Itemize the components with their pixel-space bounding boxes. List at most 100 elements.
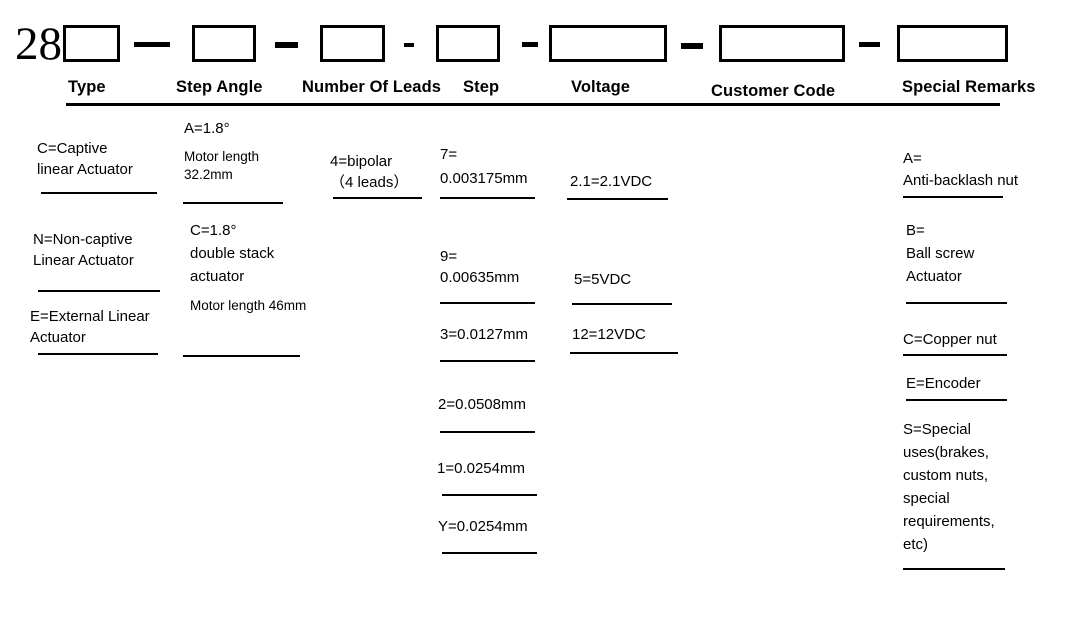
option-line: uses(brakes, — [903, 444, 989, 461]
voltage-option-5v: 5=5VDC — [574, 269, 631, 290]
header-step-angle: Step Angle — [176, 78, 263, 96]
option-line: C=Captive — [37, 140, 108, 157]
code-box-voltage — [549, 25, 667, 62]
option-line: 4=bipolar — [330, 153, 393, 170]
option-line: A=1.8° — [184, 120, 230, 137]
option-line: 0.00635mm — [440, 269, 520, 286]
header-customer-code: Customer Code — [711, 82, 836, 100]
part-number-prefix: 28 — [15, 18, 62, 70]
type-option-captive: C=Captive linear Actuator — [37, 138, 133, 180]
option-underline — [906, 302, 1007, 304]
option-line: Motor length — [184, 149, 260, 164]
option-line: custom nuts, — [903, 467, 989, 484]
voltage-option-12v: 12=12VDC — [572, 324, 646, 345]
option-underline — [903, 196, 1003, 198]
type-option-non-captive: N=Non-captive Linear Actuator — [33, 229, 134, 271]
option-underline — [906, 399, 1007, 401]
option-line: 3=0.0127mm — [440, 326, 528, 343]
option-underline — [440, 302, 535, 304]
option-underline — [442, 552, 537, 554]
option-underline — [440, 360, 535, 362]
option-line: Motor length 46mm — [190, 298, 307, 313]
option-line: double stack — [190, 245, 275, 262]
remarks-option-a: A= Anti-backlash nut — [903, 148, 1018, 192]
header-number-of-leads: Number Of Leads — [302, 78, 442, 96]
step-option-1: 1=0.0254mm — [437, 458, 525, 479]
separator-dash — [681, 43, 703, 49]
header-voltage: Voltage — [571, 78, 631, 96]
code-box-step-angle — [192, 25, 256, 62]
option-underline — [570, 352, 678, 354]
option-underline — [333, 197, 422, 199]
remarks-option-b: B= Ball screw Actuator — [906, 219, 974, 288]
option-line: 0.003175mm — [440, 170, 528, 187]
option-line: 5=5VDC — [574, 271, 632, 288]
option-line: C=Copper nut — [903, 331, 997, 348]
option-underline — [440, 431, 535, 433]
code-box-type — [63, 25, 120, 62]
option-line: actuator — [190, 268, 245, 285]
option-line: Actuator — [906, 268, 962, 285]
step-option-y: Y=0.0254mm — [438, 516, 528, 537]
header-step: Step — [463, 78, 500, 96]
code-box-special-remarks — [897, 25, 1008, 62]
header-special-remarks: Special Remarks — [902, 78, 1036, 96]
step-option-9: 9= 0.00635mm — [440, 246, 519, 288]
separator-dash — [404, 43, 414, 47]
option-line: Actuator — [30, 329, 86, 346]
option-line: 2=0.0508mm — [438, 396, 526, 413]
remarks-option-e: E=Encoder — [906, 373, 981, 394]
option-line: 9= — [440, 248, 458, 265]
separator-dash — [859, 42, 880, 47]
option-underline — [183, 202, 283, 204]
option-underline — [442, 494, 537, 496]
option-line: requirements, — [903, 513, 995, 530]
separator-dash — [522, 42, 538, 47]
option-underline — [38, 290, 160, 292]
option-underline — [903, 568, 1005, 570]
header-rule — [66, 103, 1000, 106]
step-option-2: 2=0.0508mm — [438, 394, 526, 415]
remarks-option-s: S=Special uses(brakes, custom nuts, spec… — [903, 418, 995, 556]
option-line: 1=0.0254mm — [437, 460, 525, 477]
option-line: 7= — [440, 146, 458, 163]
option-line: （4 leads） — [330, 174, 409, 191]
step-angle-option-c: C=1.8° double stack actuator Motor lengt… — [190, 219, 306, 315]
option-underline — [567, 198, 668, 200]
option-underline — [572, 303, 672, 305]
option-line: 32.2mm — [184, 167, 233, 182]
option-line: Anti-backlash nut — [903, 172, 1019, 189]
step-option-7: 7= 0.003175mm — [440, 143, 528, 191]
option-line: C=1.8° — [190, 222, 237, 239]
option-line: 2.1=2.1VDC — [570, 173, 653, 190]
option-line: linear Actuator — [37, 161, 133, 178]
option-underline — [903, 354, 1007, 356]
step-angle-option-a: A=1.8° Motor length 32.2mm — [184, 118, 259, 184]
step-option-3: 3=0.0127mm — [440, 324, 528, 345]
option-line: E=External Linear — [30, 308, 150, 325]
type-option-external: E=External Linear Actuator — [30, 306, 150, 348]
option-underline — [440, 197, 535, 199]
option-line: 12=12VDC — [572, 326, 646, 343]
code-box-customer-code — [719, 25, 845, 62]
option-line: E=Encoder — [906, 375, 981, 392]
option-line: A= — [903, 150, 922, 167]
option-line: B= — [906, 222, 925, 239]
option-underline — [38, 353, 158, 355]
option-underline — [41, 192, 157, 194]
option-line: Y=0.0254mm — [438, 518, 528, 535]
option-line: N=Non-captive — [33, 231, 133, 248]
option-underline — [183, 355, 300, 357]
option-line: Linear Actuator — [33, 252, 134, 269]
voltage-option-2v1: 2.1=2.1VDC — [570, 171, 652, 192]
option-line: etc) — [903, 536, 929, 553]
separator-dash — [275, 42, 298, 48]
header-type: Type — [68, 78, 106, 96]
leads-option-bipolar: 4=bipolar （4 leads） — [330, 151, 408, 193]
option-line: S=Special — [903, 421, 971, 438]
code-box-leads — [320, 25, 385, 62]
option-line: special — [903, 490, 950, 507]
code-box-step — [436, 25, 500, 62]
separator-dash — [134, 42, 170, 47]
